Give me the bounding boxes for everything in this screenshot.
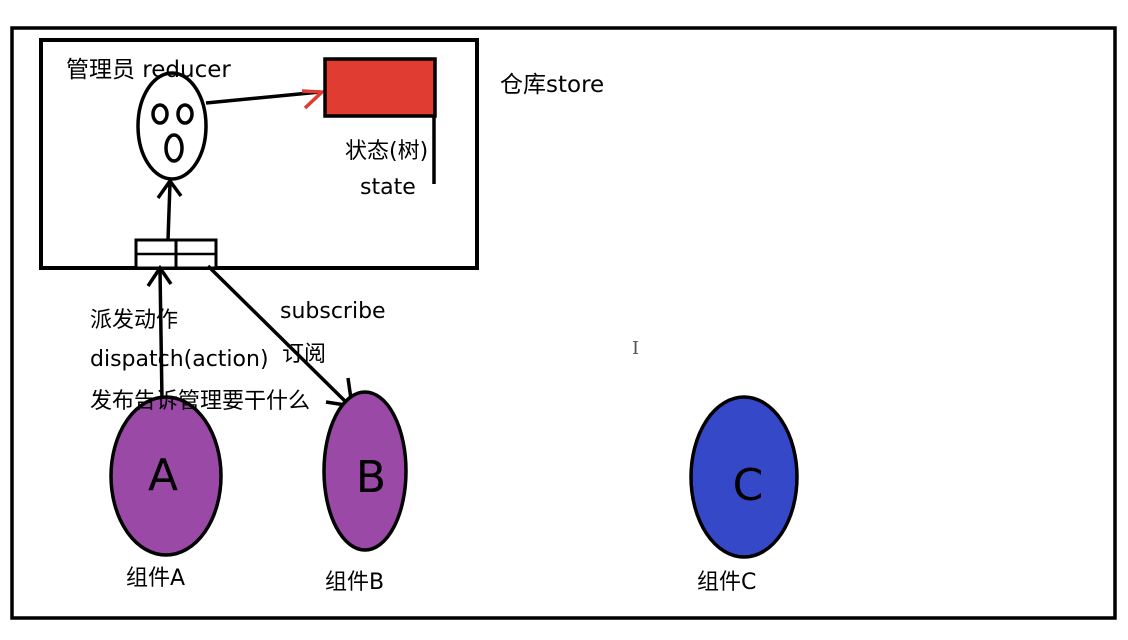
component-c-label: 组件C [697,570,757,595]
subscribe-label-cn: 订阅 [282,342,327,367]
component-c-glyph: C [733,460,764,511]
component-a-node: A [109,395,223,557]
state-label-cn: 状态(树) [345,139,429,164]
dispatch-label-cn: 派发动作 [90,308,179,333]
outer-frame [10,26,1117,620]
component-b-glyph: B [356,452,386,503]
dispatch-arrow [146,264,173,401]
store-box [39,38,479,270]
dispatch-description: 发布告诉管理要干什么 [90,389,311,414]
component-c-node: C [689,395,799,559]
component-b-label: 组件B [325,570,385,595]
dispatch-slot [134,238,218,270]
reducer-label: 管理员 reducer [66,57,231,83]
component-a-glyph: A [148,450,178,501]
slot-to-reducer-arrow [156,178,183,241]
dispatch-function-label: dispatch(action) [90,347,269,372]
component-a-label: 组件A [126,566,186,591]
subscribe-arrow [206,264,355,409]
state-box [323,57,437,118]
text-cursor-icon: I [632,338,640,359]
state-label-en: state [360,175,416,200]
reducer-face [136,71,208,181]
component-b-node: B [322,390,408,552]
reducer-to-state-arrow [205,89,327,110]
subscribe-label-en: subscribe [280,299,386,324]
store-label: 仓库store [500,72,605,98]
